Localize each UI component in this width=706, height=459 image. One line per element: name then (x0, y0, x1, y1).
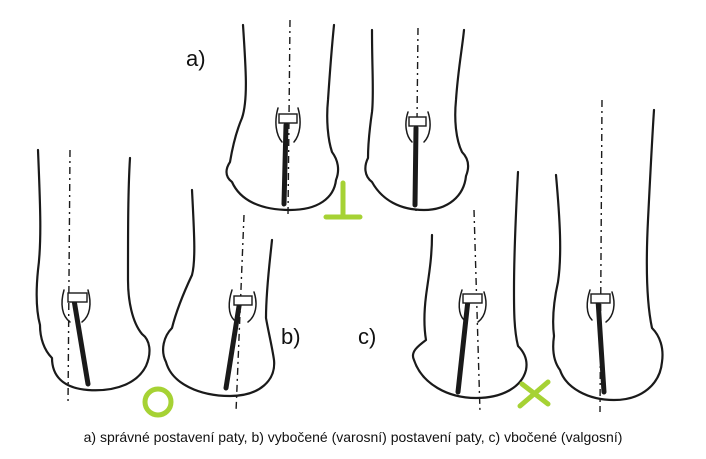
varus-symbol-icon (142, 386, 174, 418)
leg-a-right (364, 27, 470, 215)
figure-caption: a) správné postavení paty, b) vybočené (… (83, 429, 623, 445)
leg-b-right (162, 188, 276, 413)
label-varus: b) (281, 324, 301, 349)
label-correct: a) (186, 46, 206, 71)
correct-symbol-icon (323, 180, 363, 220)
label-valgus: c) (358, 324, 377, 349)
leg-b-left (35, 148, 151, 406)
leg-c-left (411, 170, 528, 413)
leg-a-left (225, 19, 340, 216)
leg-c-right (552, 99, 664, 413)
valgus-symbol-icon (517, 379, 551, 409)
